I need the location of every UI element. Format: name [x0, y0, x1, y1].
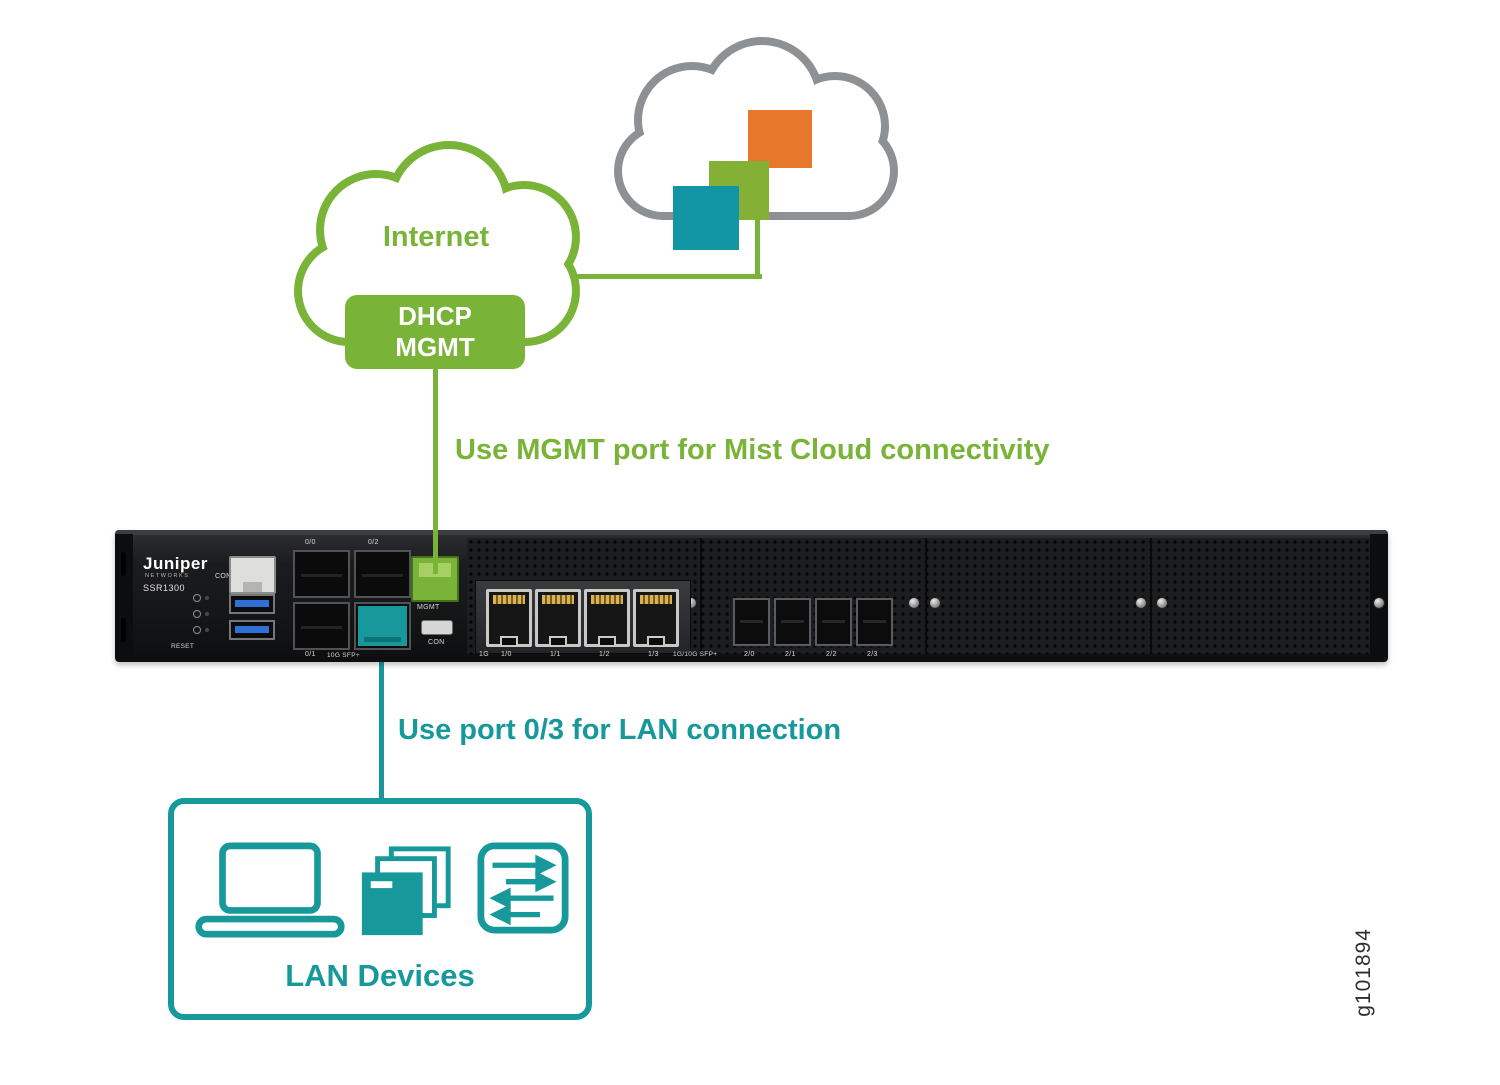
- connector-mist-squares: [755, 212, 760, 279]
- rack-slot: [121, 552, 126, 576]
- panel-seam: [925, 538, 927, 654]
- port-0-0-label: 0/0: [305, 539, 316, 546]
- con-bottom-label: CON: [428, 639, 445, 646]
- console-rj45-port[interactable]: [229, 556, 276, 594]
- port-0-1-label: 0/1: [305, 651, 316, 658]
- screw: [686, 598, 696, 608]
- rj45-port-label: 1/3: [648, 651, 659, 658]
- screw: [1157, 598, 1167, 608]
- sfp-port-0-2[interactable]: [354, 550, 411, 598]
- power-led: [193, 594, 209, 602]
- usb-port-1[interactable]: [229, 594, 275, 614]
- sfp-port-0-3[interactable]: [354, 602, 411, 650]
- internet-cloud-label: Internet: [382, 221, 490, 253]
- dhcp-badge-line2: MGMT: [395, 332, 475, 362]
- usb-port-2[interactable]: [229, 620, 275, 640]
- laptop-icon: [195, 842, 345, 938]
- port-1-0[interactable]: [486, 589, 532, 647]
- port-1-3[interactable]: [633, 589, 679, 647]
- sfpp-port-label: 2/2: [826, 651, 837, 658]
- port-2-2[interactable]: [815, 598, 852, 646]
- lan-devices-box: LAN Devices: [168, 798, 592, 1020]
- documents-icon: [361, 846, 451, 936]
- rj45-port-label: 1/2: [599, 651, 610, 658]
- rj45-notch: [243, 582, 262, 592]
- port-2-1[interactable]: [774, 598, 811, 646]
- rack-slot: [121, 618, 126, 642]
- rack-ear-right: [1370, 534, 1388, 658]
- rj45-port-label: 1/0: [501, 651, 512, 658]
- sfp-port-0-0[interactable]: [293, 550, 350, 598]
- console-port-label: CON: [215, 573, 232, 580]
- panel-seam: [700, 538, 702, 654]
- lan-devices-label: LAN Devices: [285, 958, 475, 993]
- sfp-port-0-1[interactable]: [293, 602, 350, 650]
- reset-label: RESET: [171, 643, 195, 650]
- sfp-port-block: [293, 550, 411, 650]
- port-2-0[interactable]: [733, 598, 770, 646]
- connector-port03-to-lan: [379, 640, 384, 802]
- juniper-logo: Juniper: [143, 554, 208, 573]
- panel-seam: [1150, 538, 1152, 654]
- port-0-2-label: 0/2: [368, 539, 379, 546]
- lan-port-callout: Use port 0/3 for LAN connection: [398, 714, 842, 746]
- sfpp-port-label: 2/3: [867, 651, 878, 658]
- mini-usb-console-port[interactable]: [421, 620, 453, 635]
- mgmt-port-callout: Use MGMT port for Mist Cloud connectivit…: [455, 434, 1050, 466]
- group-1g-label: 1G: [479, 651, 489, 658]
- mist-logo-orange-square: [748, 110, 812, 168]
- model-label: SSR1300: [143, 583, 186, 593]
- mgmt-label: MGMT: [417, 604, 440, 611]
- port-2-3[interactable]: [856, 598, 893, 646]
- mist-logo-teal-square: [673, 186, 739, 250]
- sfpp-port-label: 2/1: [785, 651, 796, 658]
- status-led: [193, 610, 209, 618]
- dhcp-badge-line1: DHCP: [398, 301, 472, 332]
- rj45-port-plate: [475, 580, 691, 654]
- status-icon: [193, 610, 201, 618]
- port-1-2[interactable]: [584, 589, 630, 647]
- connector-dhcp-to-mgmt-port: [433, 366, 438, 574]
- rj45-port-label: 1/1: [550, 651, 561, 658]
- dhcp-mgmt-badge: DHCP MGMT: [345, 295, 525, 369]
- port-1-1[interactable]: [535, 589, 581, 647]
- group-sfp-label: 1G/10G SFP+: [673, 651, 718, 658]
- rack-ear-left: [115, 534, 133, 658]
- juniper-networks-label: NETWORKS: [145, 573, 190, 579]
- screw: [930, 598, 940, 608]
- disk-led: [193, 626, 209, 634]
- teal-sfp-module: [358, 606, 407, 646]
- power-icon: [193, 594, 201, 602]
- connector-internet-to-mist: [540, 274, 762, 279]
- switch-icon: [477, 842, 569, 934]
- router-ssr1300: Juniper NETWORKS SSR1300 CON RESET 0/0 0…: [115, 530, 1388, 662]
- screw: [1374, 598, 1384, 608]
- disk-icon: [193, 626, 201, 634]
- screw: [1136, 598, 1146, 608]
- figure-id: g101894: [1352, 928, 1375, 1017]
- screw: [909, 598, 919, 608]
- sfp-10g-label: 10G SFP+: [327, 652, 360, 659]
- sfpp-port-label: 2/0: [744, 651, 755, 658]
